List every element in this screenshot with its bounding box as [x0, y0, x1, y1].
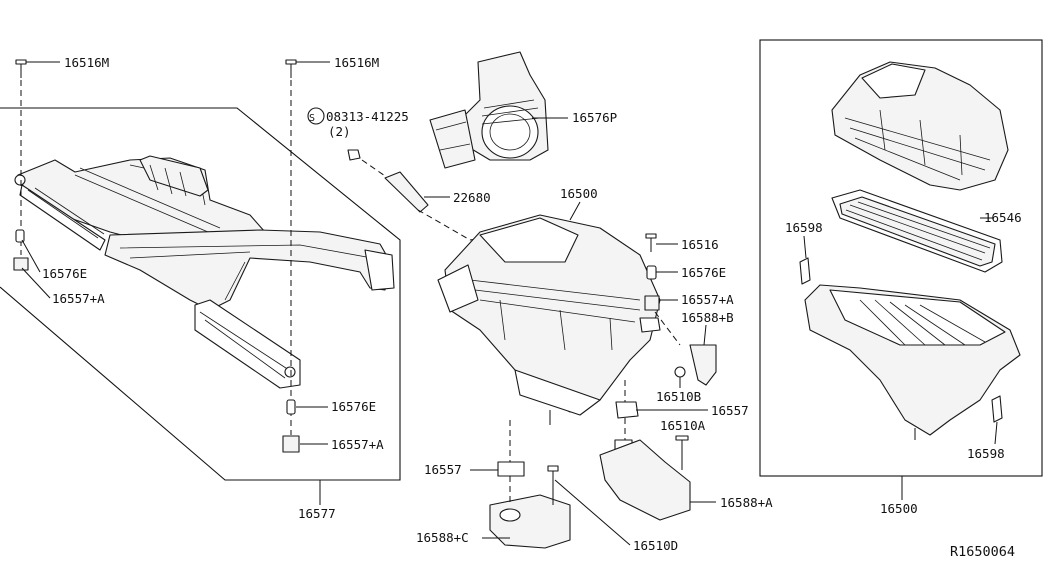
bolt-16516M-left	[15, 59, 27, 78]
callout-16588C: 16588+C	[416, 530, 469, 545]
diagram-reference-number: R1650064	[950, 544, 1015, 560]
callout-08313-qty: (2)	[328, 124, 351, 139]
air-cleaner-assembly-16500	[437, 214, 661, 425]
clips-16598	[799, 257, 1003, 423]
nut-16557A-left	[13, 257, 29, 271]
callout-16516M-mid: 16516M	[334, 55, 379, 70]
callout-08313: 08313-41225	[326, 109, 409, 124]
callout-16557-left: 16557	[424, 462, 462, 477]
callout-16577: 16577	[298, 506, 336, 521]
bracket-16588C	[489, 461, 571, 549]
air-cleaner-exploded-frame	[759, 39, 1043, 477]
callout-16557A-left: 16557+A	[52, 291, 105, 306]
air-duct-16577	[14, 155, 395, 389]
bolt-16516M-mid	[285, 59, 297, 78]
callout-16546: 16546	[984, 210, 1022, 225]
callout-22680: 22680	[453, 190, 491, 205]
callout-16576E-mid: 16576E	[331, 399, 376, 414]
callout-16510D: 16510D	[633, 538, 678, 553]
duct-assembly-frame	[0, 107, 401, 505]
callout-16576E-left: 16576E	[42, 266, 87, 281]
nut-16557A-mid	[282, 435, 300, 453]
air-cleaner-lower-case	[804, 284, 1021, 440]
callout-16557-right: 16557	[711, 403, 749, 418]
callout-16557A-right: 16557+A	[681, 292, 734, 307]
air-filter-16546	[831, 189, 1003, 273]
grommet-16576E-mid	[286, 399, 296, 415]
callout-16516: 16516	[681, 237, 719, 252]
intake-hose-16576P	[429, 51, 549, 169]
grommet-16576E-left	[15, 229, 25, 243]
callout-16510B: 16510B	[656, 389, 701, 404]
leaders-center	[424, 117, 716, 546]
air-cleaner-cover	[831, 61, 1009, 191]
fasteners-center-right	[599, 233, 717, 521]
leaders-left	[21, 61, 330, 445]
callout-16576E-right: 16576E	[681, 265, 726, 280]
callout-16588B: 16588+B	[681, 310, 734, 325]
callout-16516M-left: 16516M	[64, 55, 109, 70]
callout-16576P: 16576P	[572, 110, 617, 125]
callout-16598-lower: 16598	[967, 446, 1005, 461]
callout-16500-box: 16500	[880, 501, 918, 516]
callout-16500-top: 16500	[560, 186, 598, 201]
callout-16598-upper: 16598	[785, 220, 823, 235]
leaders-right	[803, 217, 998, 445]
callout-16557A-mid: 16557+A	[331, 437, 384, 452]
dashes-center	[509, 311, 681, 505]
callout-16588A: 16588+A	[720, 495, 773, 510]
callout-08313-symbol: S	[309, 113, 315, 124]
callout-labels: 16516M 16516M S 08313-41225 (2) 16576P 2…	[42, 55, 1022, 560]
callout-16510A: 16510A	[660, 418, 706, 433]
